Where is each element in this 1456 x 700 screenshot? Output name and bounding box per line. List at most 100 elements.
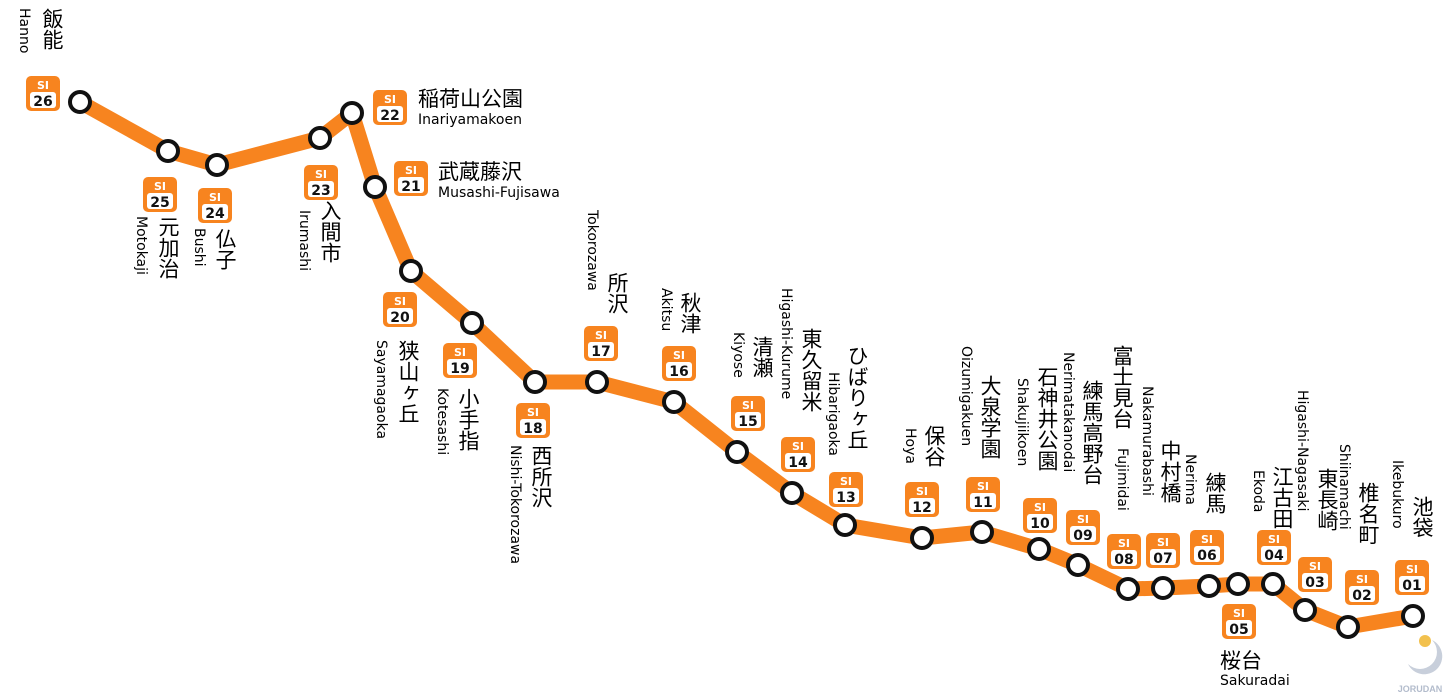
badge-number: 26 xyxy=(33,94,52,110)
station-marker-10[interactable] xyxy=(1027,537,1051,561)
badge-number: 04 xyxy=(1264,548,1284,564)
station-marker-08[interactable] xyxy=(1116,577,1140,601)
station-marker-07[interactable] xyxy=(1151,576,1175,600)
badge-number: 10 xyxy=(1030,516,1050,532)
station-name-en-07: Nakamurabashi xyxy=(1139,386,1155,496)
station-marker-19[interactable] xyxy=(460,311,484,335)
badge-inner xyxy=(1070,526,1096,542)
station-name-en-04: Ekoda xyxy=(1250,470,1266,513)
badge-inner xyxy=(1194,546,1220,562)
station-code-badge-01: SI 01 xyxy=(1395,560,1429,595)
station-marker-26[interactable] xyxy=(68,90,92,114)
station-name-ja-08: 富士見台 xyxy=(1110,345,1134,429)
station-marker-17[interactable] xyxy=(585,370,609,394)
station-marker-15[interactable] xyxy=(725,440,749,464)
badge-number: 17 xyxy=(591,344,610,360)
station-name-ja-11: 大泉学園 xyxy=(978,375,1002,459)
logo-text: JORUDAN xyxy=(1398,684,1443,694)
badge-line-code: SI xyxy=(792,440,804,453)
station-marker-02[interactable] xyxy=(1336,615,1360,639)
badge-line-code: SI xyxy=(37,79,49,92)
station-marker-04[interactable] xyxy=(1261,572,1285,596)
station-name-ja-18: 西所沢 xyxy=(529,445,553,508)
badge-inner xyxy=(735,412,761,428)
station-marker-22[interactable] xyxy=(340,101,364,125)
station-marker-25[interactable] xyxy=(156,139,180,163)
station-name-ja-17: 所沢 xyxy=(605,272,629,314)
badge-line-code: SI xyxy=(1118,537,1130,550)
station-marker-12[interactable] xyxy=(910,526,934,550)
badge-inner xyxy=(447,359,473,375)
badge-line-code: SI xyxy=(1406,563,1418,576)
station-name-ja-15: 清瀬 xyxy=(750,336,774,378)
badge-inner xyxy=(520,419,546,435)
station-marker-03[interactable] xyxy=(1293,598,1317,622)
station-marker-05[interactable] xyxy=(1226,572,1250,596)
station-name-ja-03: 東長崎 xyxy=(1315,468,1339,531)
badge-inner xyxy=(588,342,614,358)
station-name-ja-02: 椎名町 xyxy=(1356,482,1380,545)
station-name-en-13: Hibarigaoka xyxy=(825,372,841,456)
station-code-badge-25: SI 25 xyxy=(143,177,177,212)
station-name-en-10: Shakujiikoen xyxy=(1014,378,1030,466)
badge-inner xyxy=(377,106,403,122)
badge-line-code: SI xyxy=(916,485,928,498)
badge-number: 09 xyxy=(1073,528,1092,544)
badge-line-code: SI xyxy=(209,191,221,204)
station-name-en-12: Hoya xyxy=(902,428,918,464)
badge-inner xyxy=(1349,586,1375,602)
station-name-en-19: Kotesashi xyxy=(434,388,450,455)
station-name-en-18: Nishi-Tokorozawa xyxy=(507,445,523,564)
station-marker-20[interactable] xyxy=(399,259,423,283)
badge-line-code: SI xyxy=(977,480,989,493)
station-marker-18[interactable] xyxy=(523,370,547,394)
station-name-ja-16: 秋津 xyxy=(678,292,702,334)
station-code-badge-26: SI 26 xyxy=(26,76,60,111)
badge-line-code: SI xyxy=(384,93,396,106)
badge-line-code: SI xyxy=(394,295,406,308)
badge-number: 11 xyxy=(973,495,992,511)
badge-line-code: SI xyxy=(742,399,754,412)
badge-inner xyxy=(909,498,935,514)
station-marker-06[interactable] xyxy=(1197,574,1221,598)
station-name-ja-12: 保谷 xyxy=(922,425,946,467)
badge-inner xyxy=(398,177,424,193)
badge-number: 25 xyxy=(150,195,169,211)
station-marker-24[interactable] xyxy=(205,153,229,177)
badge-inner xyxy=(30,92,56,108)
station-marker-13[interactable] xyxy=(833,513,857,537)
station-marker-16[interactable] xyxy=(662,390,686,414)
station-marker-09[interactable] xyxy=(1066,553,1090,577)
badge-inner xyxy=(387,308,413,324)
badge-number: 06 xyxy=(1197,548,1216,564)
badge-number: 24 xyxy=(205,206,225,222)
badge-inner xyxy=(1027,514,1053,530)
station-marker-14[interactable] xyxy=(780,481,804,505)
station-name-en-26: Hanno xyxy=(16,8,32,53)
station-name-ja-14: 東久留米 xyxy=(799,328,823,412)
station-name-en-06: Nerima xyxy=(1182,454,1198,505)
station-marker-23[interactable] xyxy=(308,126,332,150)
badge-line-code: SI xyxy=(154,180,166,193)
station-name-ja-20: 狭山ヶ丘 xyxy=(396,340,420,424)
badge-inner xyxy=(833,488,859,504)
badge-number: 01 xyxy=(1402,578,1421,594)
badge-line-code: SI xyxy=(527,406,539,419)
badge-number: 22 xyxy=(380,108,399,124)
station-marker-11[interactable] xyxy=(970,520,994,544)
station-name-ja-19: 小手指 xyxy=(456,388,480,451)
badge-number: 03 xyxy=(1305,575,1324,591)
station-marker-01[interactable] xyxy=(1401,604,1425,628)
station-name-en-22: Inariyamakoen xyxy=(418,112,522,128)
station-name-ja-21: 武蔵藤沢 xyxy=(438,160,522,184)
station-marker-21[interactable] xyxy=(363,175,387,199)
